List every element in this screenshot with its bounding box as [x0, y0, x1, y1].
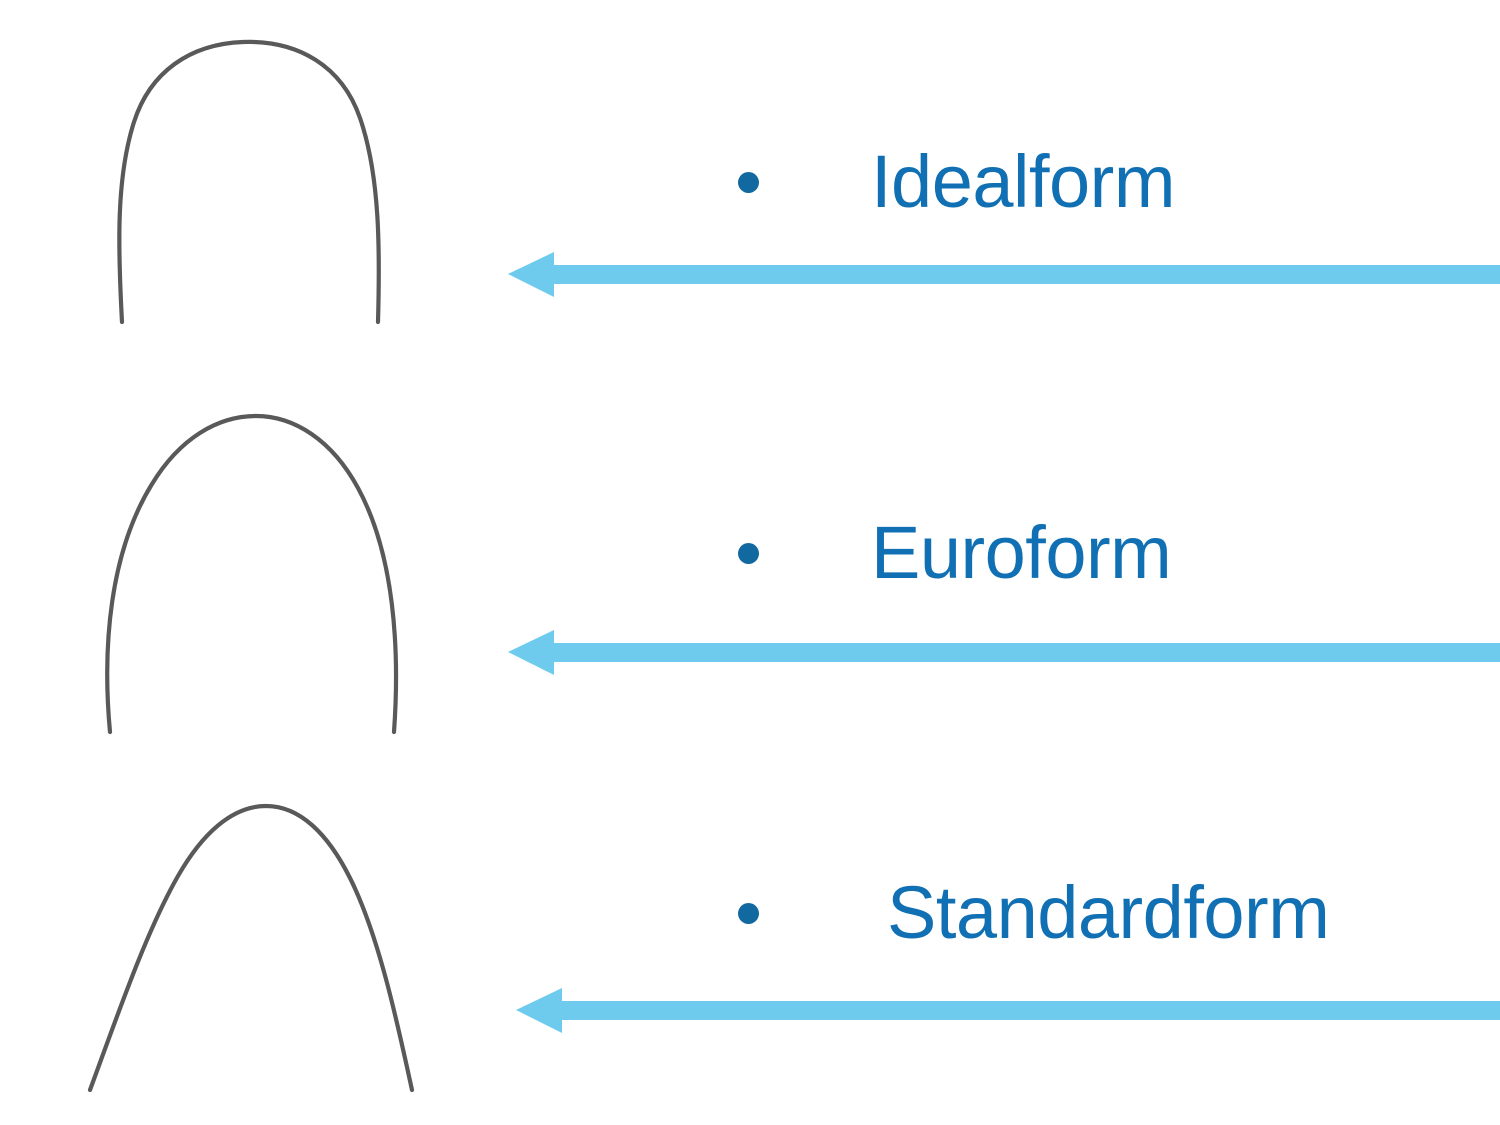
bullet-label-euroform: Euroform — [871, 511, 1172, 594]
bullet-item-standardform: Standardform — [738, 871, 1330, 954]
left-arrow-icon — [508, 252, 1500, 297]
bullet-dot-icon — [738, 171, 759, 193]
bullet-label-standardform: Standardform — [887, 871, 1330, 954]
archwire-standardform-path — [87, 803, 415, 1093]
left-arrow-icon — [508, 630, 1500, 675]
archwire-standardform-drawing — [87, 803, 415, 1093]
left-arrow-shape — [508, 630, 1500, 675]
left-arrow-icon — [516, 988, 1500, 1033]
arrow-idealform — [508, 246, 1500, 302]
archwire-standardform-figure — [60, 782, 480, 1102]
archwire-idealform-path — [117, 39, 381, 325]
bullet-item-idealform: Idealform — [738, 145, 1175, 219]
left-arrow-shape — [508, 252, 1500, 297]
left-arrow-shape — [516, 988, 1500, 1033]
archwire-idealform-figure — [60, 18, 480, 338]
bullet-dot-icon — [738, 542, 759, 564]
archwire-idealform-drawing — [117, 39, 381, 325]
archwire-euroform-drawing — [105, 413, 399, 735]
bullet-item-euroform: Euroform — [738, 511, 1172, 594]
bullet-label-idealform: Idealform — [871, 140, 1175, 223]
arrow-euroform — [508, 624, 1500, 680]
archwire-euroform-figure — [60, 402, 480, 742]
arrow-standardform — [516, 982, 1500, 1038]
archwire-euroform-path — [105, 413, 399, 735]
bullet-dot-icon — [738, 902, 759, 924]
